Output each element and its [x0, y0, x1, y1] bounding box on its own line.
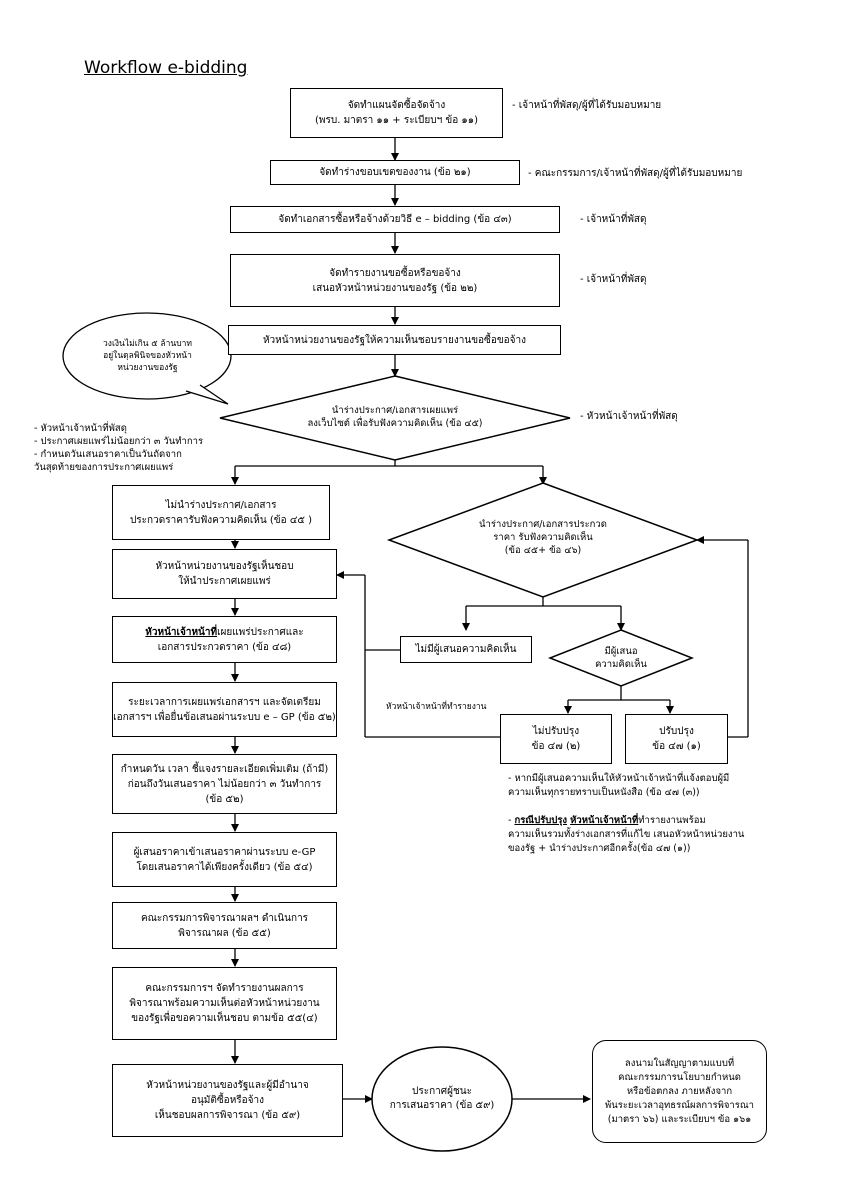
step-head-agrees-publish: หัวหน้าหน่วยงานของรัฐเห็นชอบ ให้นำประกาศ… — [112, 549, 337, 599]
step-submit-bids: ผู้เสนอราคาเข้าเสนอราคาผ่านระบบ e-GP โดย… — [112, 832, 337, 887]
node-improved: ปรับปรุง ข้อ ๔๗ (๑) — [625, 714, 728, 764]
side-note-1: - เจ้าหน้าที่พัสดุ/ผู้ที่ได้รับมอบหมาย — [512, 100, 662, 111]
page-title: Workflow e-bidding — [84, 58, 248, 78]
decision-diamond-1 — [219, 375, 571, 461]
announce-winner-label: ประกาศผู้ชนะ การเสนอราคา (ข้อ ๕๙) — [389, 1086, 495, 1111]
side-note-4: - เจ้าหน้าที่พัสดุ — [580, 274, 647, 285]
decision-diamond-3 — [547, 629, 695, 687]
step-procurement-plan: จัดทำแผนจัดซื้อจัดจ้าง (พรบ. มาตรา ๑๑ + … — [290, 88, 503, 138]
step-committee-report: คณะกรรมการฯ จัดทำรายงานผลการ พิจารณาพร้อ… — [112, 967, 337, 1040]
step-publish-docs: หัวหน้าเจ้าหน้าที่เผยแพร่ประกาศและ เอกสา… — [112, 616, 337, 663]
bottom-note-1: - หากมีผู้เสนอความเห็นให้หัวหน้าเจ้าหน้า… — [508, 773, 730, 798]
step-prepare-docs: ระยะเวลาการเผยแพร่เอกสารฯ และจัดเตรียม เ… — [112, 682, 337, 737]
callout-text: วงเงินไม่เกิน ๕ ล้านบาท อยู่ในดุลพินิจขอ… — [103, 339, 192, 373]
diamond-3-label: มีผู้เสนอ ความคิดเห็น — [595, 646, 647, 670]
diamond-2-label: นำร่างประกาศ/เอกสารประกวด ราคา รับฟังควา… — [479, 519, 607, 556]
left-notes: - หัวหน้าเจ้าหน้าที่พัสดุ - ประกาศเผยแพร… — [34, 423, 204, 473]
step-committee-review: คณะกรรมการพิจารณาผลฯ ดำเนินการ พิจารณาผล… — [112, 902, 337, 949]
decision-diamond-2 — [386, 482, 700, 598]
step-ebidding-docs: จัดทำเอกสารซื้อหรือจ้างด้วยวิธี e – bidd… — [230, 206, 560, 233]
step-final-approval: หัวหน้าหน่วยงานของรัฐและผู้มีอำนาจ อนุมั… — [112, 1064, 343, 1137]
bottom-note-2: - กรณีปรับปรุง หัวหน้าเจ้าหน้าที่ทำรายงา… — [508, 815, 745, 854]
node-not-improved: ไม่ปรับปรุง ข้อ ๔๗ (๒) — [500, 714, 612, 764]
step-clarification-date: กำหนดวัน เวลา ชี้แจงรายละเอียดเพิ่มเติม … — [112, 754, 337, 814]
side-note-5: - หัวหน้าเจ้าหน้าที่พัสดุ — [580, 411, 678, 422]
node-no-comments: ไม่มีผู้เสนอความคิดเห็น — [400, 636, 532, 663]
step-scope-draft: จัดทำร่างขอบเขตของงาน (ข้อ ๒๑) — [270, 160, 520, 185]
side-note-3: - เจ้าหน้าที่พัสดุ — [580, 214, 647, 225]
step-head-approval: หัวหน้าหน่วยงานของรัฐให้ความเห็นชอบรายงา… — [228, 325, 561, 355]
step-purchase-report: จัดทำรายงานขอซื้อหรือขอจ้าง เสนอหัวหน้าห… — [230, 254, 560, 307]
step-no-hearing: ไม่นำร่างประกาศ/เอกสาร ประกวดราคารับฟังค… — [112, 485, 330, 540]
loop-label: หัวหน้าเจ้าหน้าที่ทำรายงาน — [386, 702, 487, 712]
diamond-1-label: นำร่างประกาศ/เอกสารเผยแพร่ ลงเว็บไซต์ เพ… — [307, 405, 483, 429]
step-sign-contract: ลงนามในสัญญาตามแบบที่ คณะกรรมการนโยบายกำ… — [592, 1040, 767, 1143]
side-note-2: - คณะกรรมการ/เจ้าหน้าที่พัสดุ/ผู้ที่ได้ร… — [528, 168, 743, 179]
callout-ellipse — [62, 312, 232, 400]
announce-winner-ellipse — [371, 1046, 513, 1152]
